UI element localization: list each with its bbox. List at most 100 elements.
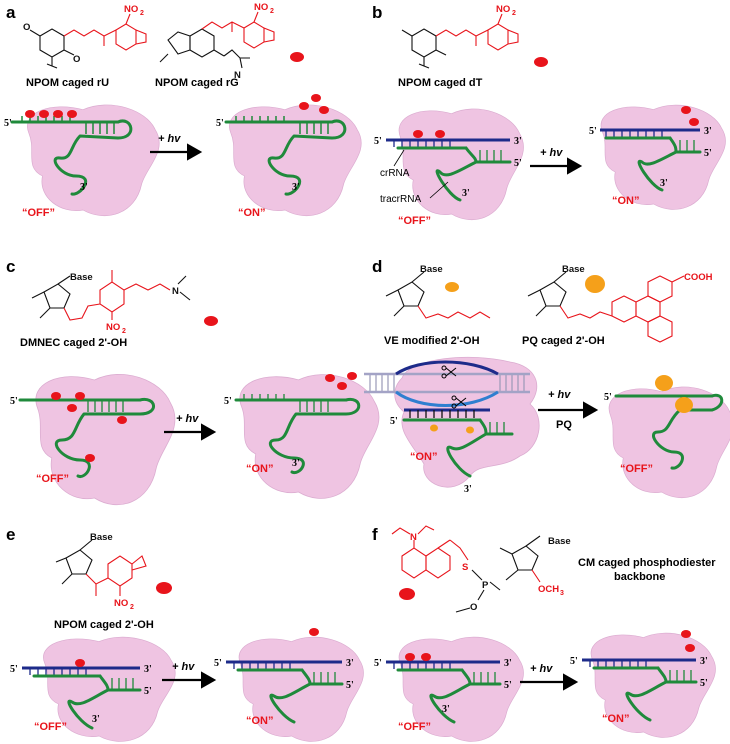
oxygen-label: O: [470, 602, 477, 613]
cas-complex-on-e: 5' 3' 5' “ON”: [214, 628, 364, 742]
five-prime-label: 5': [700, 678, 708, 689]
five-prime-label: 5': [514, 158, 522, 169]
phosphorus-label: P: [482, 580, 489, 591]
three-prime-label: 3': [514, 136, 522, 147]
npom-caged-2oh-structure: Base NO 2: [55, 532, 172, 611]
npom-caged-rg-structure: N NO 2: [159, 2, 304, 81]
five-prime-label: 5': [704, 148, 712, 159]
pq-label: PQ: [556, 419, 572, 431]
three-prime-label: 3': [346, 658, 354, 669]
cas-complex-on-c: 5' 3' “ON”: [224, 372, 380, 499]
three-prime-label: 3': [442, 704, 450, 715]
cage-group-marker: [204, 316, 218, 326]
cage-group-marker: [290, 52, 304, 62]
panel-b: b NO 2 NPOM caged dT 5' 3' 5' 3' crR: [372, 3, 726, 227]
three-prime-label: 3': [144, 664, 152, 675]
npom-caged-dt-structure: NO 2: [401, 4, 548, 69]
light-activation-label: + hv: [540, 147, 563, 159]
three-prime-label: 3': [504, 658, 512, 669]
nitro-subscript: 2: [122, 328, 126, 335]
nitrogen-label: N: [410, 532, 417, 543]
nitro-subscript: 2: [270, 8, 274, 15]
state-on-label: “ON”: [246, 715, 274, 727]
three-prime-label: 3': [92, 714, 100, 725]
cas-complex-off-e: 5' 3' 5' 3' “OFF”: [10, 636, 176, 742]
panel-c: c Base N NO 2 DMNEC caged 2'-OH 5' “OFF”…: [6, 257, 380, 506]
nitro-label: NO: [124, 4, 138, 15]
base-label: Base: [562, 264, 585, 275]
five-prime-label: 5': [216, 118, 224, 129]
three-prime-label: 3': [660, 178, 668, 189]
five-prime-label: 5': [224, 396, 232, 407]
carboxyl-label: COOH: [684, 272, 713, 283]
nitro-subscript: 2: [140, 10, 144, 17]
base-label: Base: [420, 264, 443, 275]
caption-npom-caged-rg: NPOM caged rG: [155, 77, 239, 89]
light-activation-label: + hv: [176, 413, 199, 425]
five-prime-label: 5': [390, 416, 398, 427]
pq-caged-structure: Base COOH: [527, 264, 713, 343]
five-prime-label: 5': [144, 686, 152, 697]
oxygen-label: O: [73, 54, 80, 65]
nitro-label: NO: [106, 322, 120, 333]
five-prime-label: 5': [589, 126, 597, 137]
crrna-label: crRNA: [380, 168, 410, 179]
cage-group-marker: [399, 588, 415, 600]
state-on-label: “ON”: [612, 195, 640, 207]
caption-npom-caged-2oh: NPOM caged 2'-OH: [54, 619, 154, 631]
three-prime-label: 3': [292, 182, 300, 193]
panel-f: f N S P O OCH 3 Base CM caged phosphodie…: [372, 525, 716, 742]
five-prime-label: 5': [10, 664, 18, 675]
three-prime-label: 3': [462, 188, 470, 199]
cas-complex-off-c: 5' “OFF”: [10, 373, 176, 506]
three-prime-label: 3': [292, 458, 300, 469]
three-prime-label: 3': [704, 126, 712, 137]
ve-modified-structure: Base: [385, 264, 491, 319]
caption-cm-caged-line1: CM caged phosphodiester: [578, 557, 716, 569]
nitro-subscript: 2: [512, 10, 516, 17]
cage-group-marker: [156, 582, 172, 594]
five-prime-label: 5': [570, 656, 578, 667]
scissors-icon: [451, 395, 467, 409]
scissors-icon: [441, 365, 457, 379]
panel-label-b: b: [372, 3, 382, 22]
caption-cm-caged-line2: backbone: [614, 571, 665, 583]
cas-complex-off-f: 5' 3' 5' 3' “OFF”: [374, 636, 524, 742]
base-label: Base: [90, 532, 113, 543]
methoxy-label: OCH: [538, 584, 559, 595]
panel-label-d: d: [372, 257, 382, 276]
state-off-label: “OFF”: [34, 721, 67, 733]
state-off-label: “OFF”: [398, 215, 431, 227]
caption-npom-caged-ru: NPOM caged rU: [26, 77, 109, 89]
oxygen-label: O: [23, 22, 30, 33]
tracrrna-label: tracrRNA: [380, 194, 421, 205]
caption-dmnec-caged: DMNEC caged 2'-OH: [20, 337, 127, 349]
five-prime-label: 5': [604, 392, 612, 403]
sulfur-label: S: [462, 562, 468, 573]
npom-caged-ru-structure: O O NO 2: [23, 4, 147, 69]
light-activation-label: + hv: [530, 663, 553, 675]
dmnec-caged-structure: Base N NO 2: [31, 270, 218, 335]
caption-npom-caged-dt: NPOM caged dT: [398, 77, 483, 89]
panel-a: a O O NO 2 NPOM caged rU N NO 2 NPOM c: [4, 2, 362, 219]
nitro-label: NO: [114, 598, 128, 609]
cas-complex-on-d: 5' 3' “ON”: [364, 356, 540, 495]
panel-label-a: a: [6, 3, 16, 22]
five-prime-label: 5': [374, 136, 382, 147]
five-prime-label: 5': [4, 118, 12, 129]
state-on-label: “ON”: [602, 713, 630, 725]
five-prime-label: 5': [346, 680, 354, 691]
nitro-label: NO: [254, 2, 268, 13]
panel-label-c: c: [6, 257, 15, 276]
five-prime-label: 5': [214, 658, 222, 669]
state-on-label: “ON”: [238, 207, 266, 219]
base-label: Base: [548, 536, 571, 547]
nitrogen-label: N: [234, 70, 241, 81]
cas-complex-on-b: 5' 3' 5' 3' “ON”: [589, 104, 726, 210]
three-prime-label: 3': [80, 182, 88, 193]
light-activation-label: + hv: [158, 133, 181, 145]
state-off-label: “OFF”: [398, 721, 431, 733]
state-off-label: “OFF”: [36, 473, 69, 485]
cas-complex-off-d: 5' “OFF”: [604, 375, 730, 499]
nitro-subscript: 2: [130, 604, 134, 611]
